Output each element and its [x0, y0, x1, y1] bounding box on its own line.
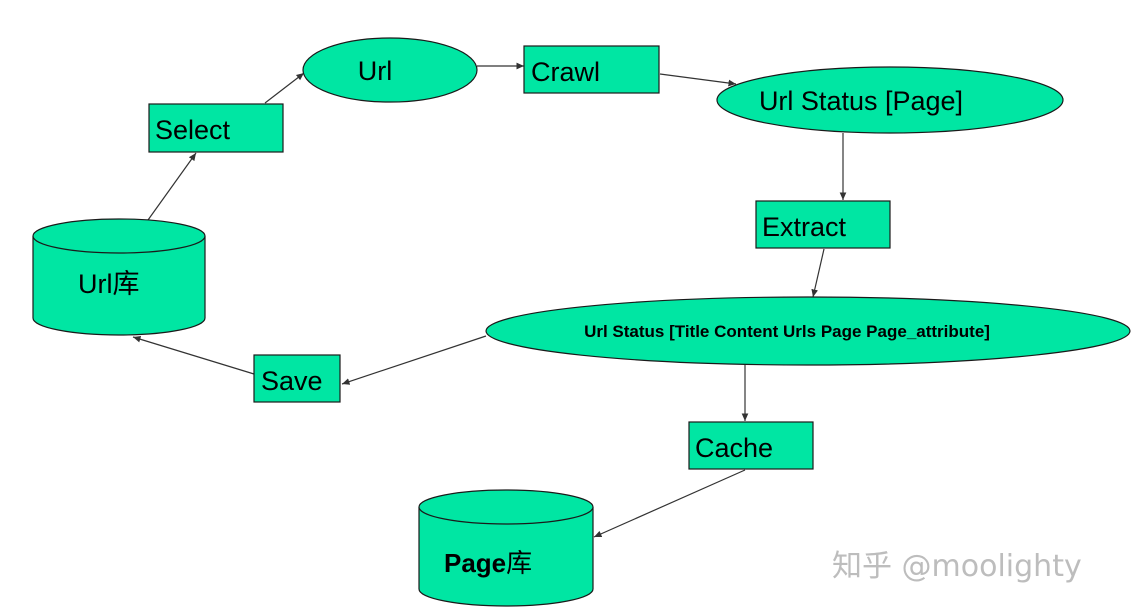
node-page-store-label: Page库 [444, 548, 532, 578]
node-url: Url [302, 37, 478, 103]
node-extract-label: Extract [762, 212, 847, 242]
edge-select-to-url [264, 72, 305, 104]
edge-save-to-urlstore [132, 335, 255, 375]
node-url-status-full-label: Url Status [Title Content Urls Page Page… [584, 322, 990, 341]
node-page-store-label-bold: Page [444, 548, 506, 578]
node-cache-label: Cache [695, 433, 773, 463]
node-select: Select [148, 103, 284, 153]
node-url-label: Url [358, 56, 393, 86]
edges [132, 62, 847, 538]
node-save: Save [253, 354, 341, 403]
node-extract: Extract [755, 200, 891, 249]
node-cache: Cache [688, 421, 814, 470]
node-crawl: Crawl [523, 45, 660, 94]
node-url-store-label: Url库 [78, 269, 140, 299]
node-save-label: Save [261, 366, 323, 396]
node-url-status-page-label: Url Status [Page] [759, 86, 963, 116]
edge-urlstore-to-select [147, 152, 197, 221]
edge-crawl-to-urlstatus [659, 73, 737, 87]
node-select-label: Select [155, 115, 231, 145]
edge-extract-to-urlstatusfull [811, 248, 825, 298]
edge-urlstatusfull-to-save [341, 335, 487, 385]
node-url-status-full: Url Status [Title Content Urls Page Page… [485, 296, 1131, 366]
node-url-status-page: Url Status [Page] [716, 66, 1064, 134]
node-crawl-label: Crawl [531, 57, 600, 87]
node-page-store: Page库 [418, 489, 594, 607]
node-url-store: Url库 [32, 218, 206, 336]
node-page-store-label-suffix: 库 [506, 548, 532, 578]
edge-cache-to-pagestore [593, 469, 746, 538]
watermark: 知乎 @moolighty [832, 549, 1082, 584]
